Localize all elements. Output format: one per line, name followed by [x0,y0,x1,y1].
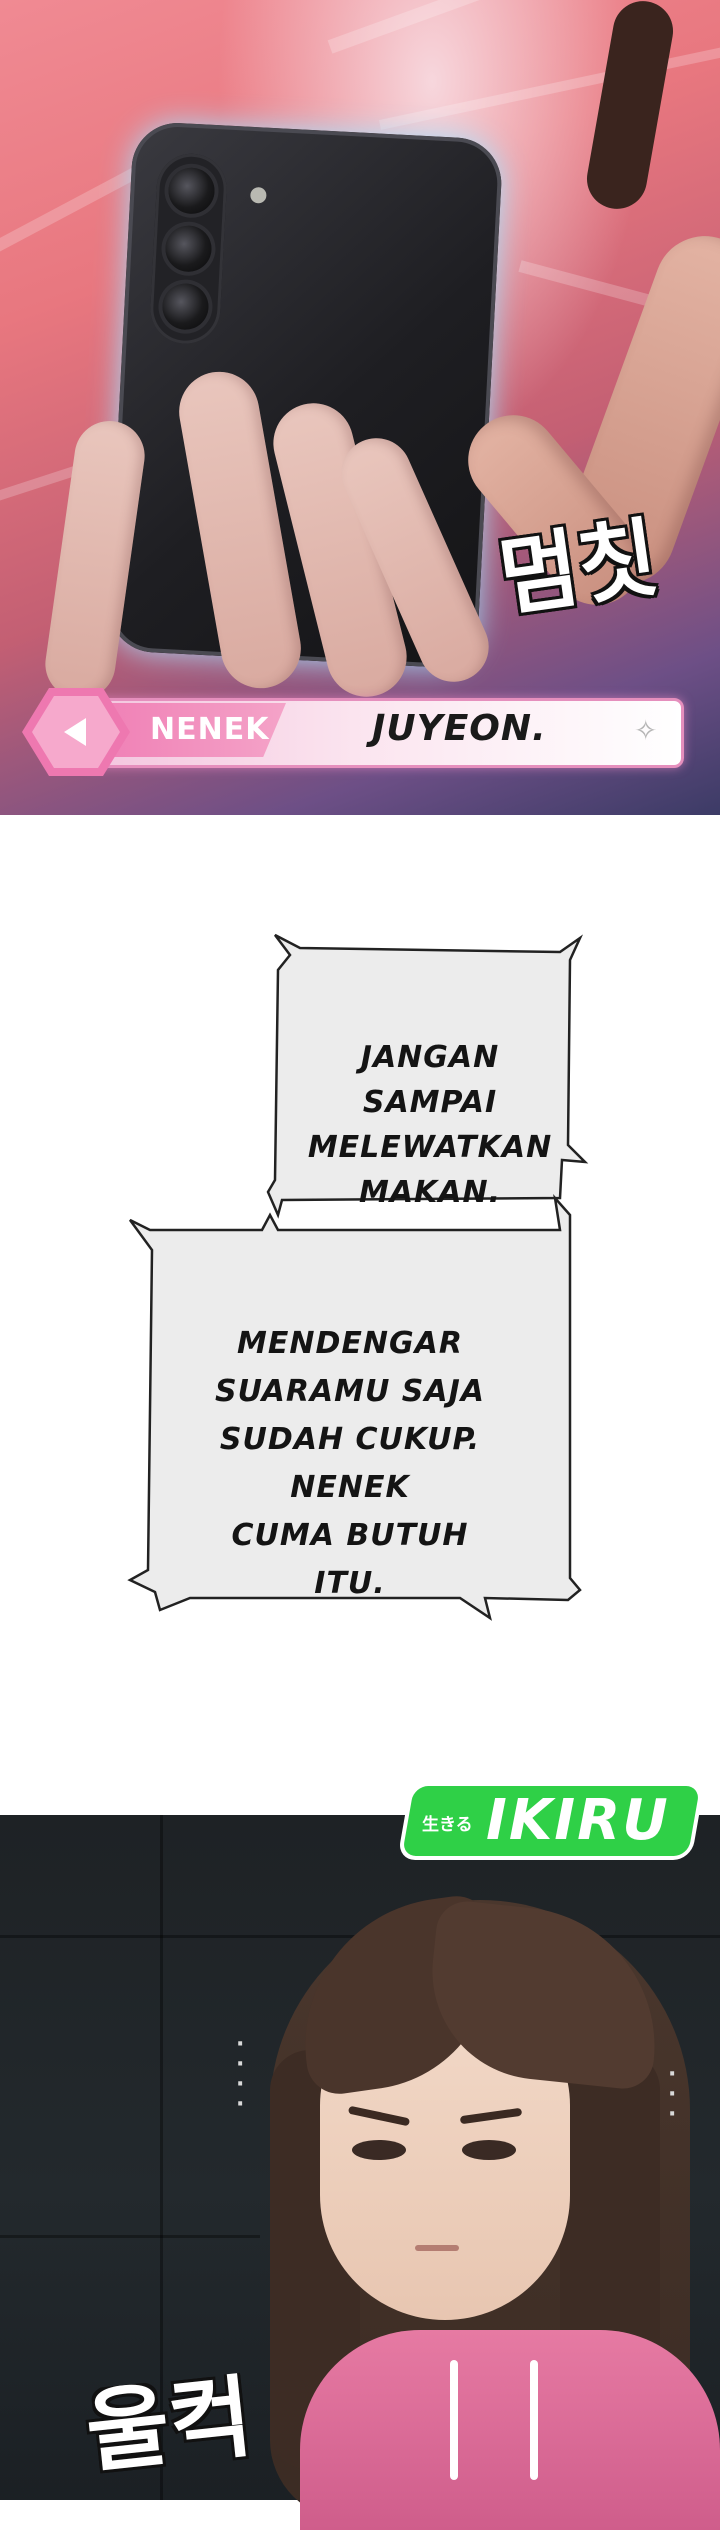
speech-bubble-2 [127,1193,582,1621]
eye-left [352,2140,406,2160]
bubble-line: MENDENGAR [237,1326,463,1361]
logo-small-text: 生きる [422,1815,473,1835]
caller-label: NENEK [150,712,270,747]
mouth [415,2245,459,2251]
wall-line [0,2235,260,2238]
bubble-line: CUMA BUTUH ITU. [231,1518,469,1601]
sound-effect-text: 울컥 [82,2364,258,2486]
wall-line [160,1815,163,2500]
pink-hoodie [300,2330,720,2530]
logo-main-text: IKIRU [486,1788,670,1853]
tremble-marks: ··· [668,2062,677,2127]
sparkle-icon: ✧ [634,715,658,746]
hair-strand [582,0,678,214]
bubble-line: JANGAN SAMPAI [360,1040,500,1120]
speech-bubble-1-text: JANGAN SAMPAI MELEWATKAN MAKAN. [290,1035,570,1215]
speech-bubbles [127,933,589,1621]
play-back-icon [64,718,86,746]
bubble-line: MELEWATKAN [307,1130,553,1165]
caller-name: JUYEON. [372,708,547,749]
camera-lens-icon [164,224,213,273]
bubble-line: MAKAN. [358,1175,502,1210]
speech-bubble-1 [266,933,589,1219]
camera-module [148,152,229,346]
eye-right [462,2140,516,2160]
bubble-line: SUARAMU SAJA [214,1374,486,1409]
caller-nameplate: NENEK JUYEON. ✧ [22,688,684,776]
camera-lens-icon [167,166,216,215]
camera-flash-icon [249,186,267,204]
tremble-marks: ···· [236,2032,245,2117]
ikiru-logo: 生きる IKIRU [401,1778,701,1868]
hoodie-string [450,2360,458,2480]
hoodie-string [530,2360,538,2480]
camera-lens-icon [161,282,210,331]
phone-call-panel: 멈칫 NENEK JUYEON. ✧ [0,0,720,815]
speech-bubble-2-text: MENDENGAR SUARAMU SAJA SUDAH CUKUP. NENE… [200,1320,500,1608]
sound-effect-text: 멈칫 [493,507,664,629]
bubble-line: SUDAH CUKUP. NENEK [219,1422,481,1505]
